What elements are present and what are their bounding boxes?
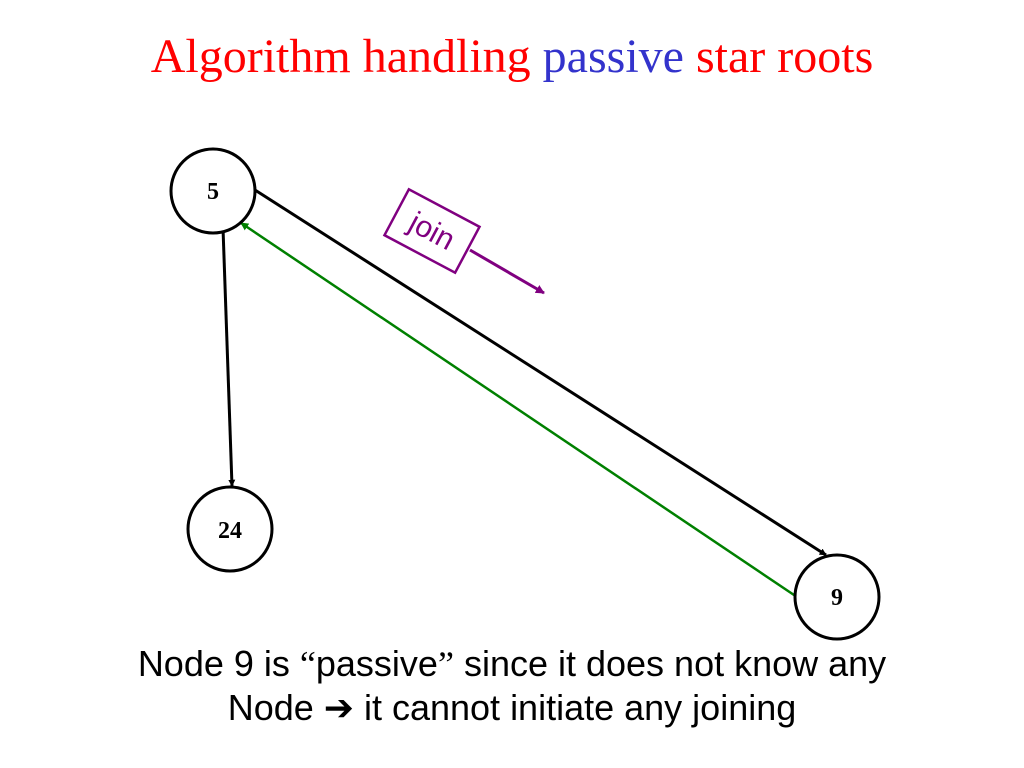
title-passive-word: passive — [542, 30, 684, 83]
join-message-box — [382, 187, 482, 275]
title-part-1: Algorithm handling — [150, 30, 543, 83]
title-part-3: star roots — [683, 30, 874, 83]
caption-line-2-start: Node — [227, 687, 324, 729]
caption-close-quote: ” — [437, 644, 454, 684]
caption-line-2: Node ➔ it cannot initiate any joining — [0, 686, 1024, 730]
node-24-label: 24 — [218, 518, 242, 544]
caption-line-2-end: it cannot initiate any joining — [353, 687, 797, 729]
caption-open-quote: “ — [299, 644, 316, 684]
join-message-arrow — [469, 248, 545, 295]
node-24: 24 — [186, 485, 274, 573]
node-5: 5 — [169, 147, 257, 235]
caption-line-1-end: since it does not know any — [453, 643, 887, 684]
node-9: 9 — [793, 553, 881, 641]
right-arrow-icon: ➔ — [323, 688, 354, 730]
edge-5-to-24 — [221, 227, 236, 487]
node-9-label: 9 — [831, 585, 843, 611]
caption-line-1-start: Node 9 is — [137, 643, 300, 684]
edge-5-to-9 — [254, 188, 827, 557]
edge-9-to-5 — [240, 221, 798, 599]
node-5-label: 5 — [207, 179, 219, 205]
caption: Node 9 is “passive” since it does not kn… — [0, 642, 1024, 730]
caption-passive-word: passive — [315, 643, 438, 684]
join-message: join — [382, 187, 545, 295]
page-title: Algorithm handling passive star roots — [0, 28, 1024, 86]
caption-line-1: Node 9 is “passive” since it does not kn… — [0, 642, 1024, 686]
